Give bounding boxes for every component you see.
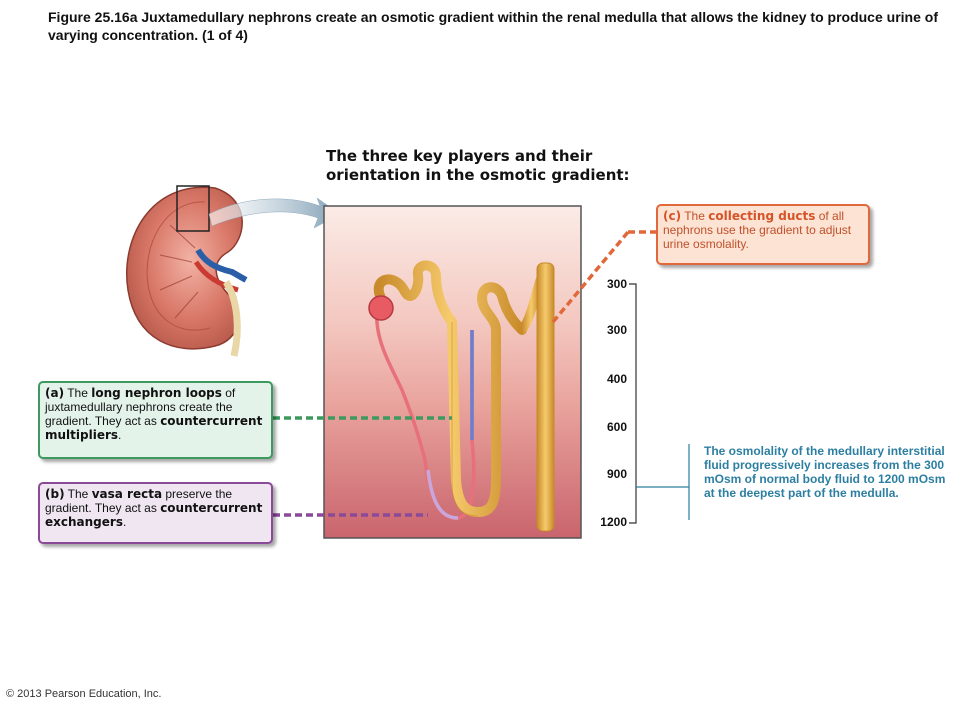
scale-bracket [629,283,637,524]
callout-c-letter: (c) [663,209,682,223]
callout-b-keyword2: countercurrent exchangers [45,501,263,529]
callout-b-keyword: vasa recta [91,487,163,501]
osmolality-note: The osmolality of the medullary intersti… [704,444,946,500]
scale-label: 900 [606,467,627,481]
heading-line-1: The three key players and their [326,147,593,165]
callout-a-keyword: long nephron loops [91,386,222,400]
callout-c-keyword: collecting ducts [708,209,816,223]
callout-vasa-recta: (b) The vasa recta preserve the gradient… [38,482,273,544]
diagram-heading: The three key players and their orientat… [326,147,686,185]
zoom-region-box [176,185,210,232]
callout-nephron-loops: (a) The long nephron loops of juxtamedul… [38,381,273,459]
kidney-icon [126,185,248,357]
collecting-duct [536,262,555,532]
leader-collecting-duct [551,230,630,324]
figure-caption: Figure 25.16a Juxtamedullary nephrons cr… [48,9,938,43]
heading-line-2: orientation in the osmotic gradient: [326,166,630,184]
scale-label: 1200 [600,515,627,529]
scale-label: 400 [606,372,627,386]
vasa-recta-bottom [426,469,459,520]
callout-b-letter: (b) [45,487,65,501]
glomerulus [368,295,394,321]
callout-collecting-ducts: (c) The collecting ducts of all nephrons… [656,204,870,265]
copyright: © 2013 Pearson Education, Inc. [6,688,162,700]
callout-a-letter: (a) [45,386,65,400]
scale-label: 300 [606,277,627,291]
callout-a-keyword2: countercurrent multipliers [45,414,263,442]
scale-label: 300 [606,323,627,337]
scale-label: 600 [606,420,627,434]
nephron-loop [373,260,527,517]
vasa-recta [375,301,476,520]
